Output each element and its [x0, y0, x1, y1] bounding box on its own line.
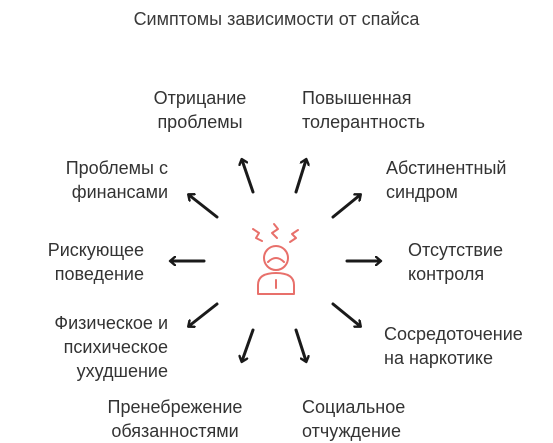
arrow-denial: [242, 160, 255, 194]
symptom-label-finance: Проблемы с финансами: [65, 158, 168, 202]
symptom-label-focus: Сосредоточение на наркотике: [384, 324, 523, 368]
symptom-label-risk: Рискующее поведение: [47, 240, 144, 284]
symptom-label-denial: Отрицание проблемы: [153, 88, 247, 132]
symptom-label-deterioration: Физическое и психическое ухудшение: [54, 313, 168, 381]
symptom-label-control: Отсутствие контроля: [408, 240, 503, 284]
arrow-isolation: [294, 328, 306, 361]
symptom-label-isolation: Социальное отчуждение: [302, 397, 406, 441]
symptom-label-neglect: Пренебрежение обязанностями: [107, 397, 243, 441]
arrow-finance: [189, 195, 219, 219]
arrow-deterioration: [189, 302, 219, 326]
diagram-title: Симптомы зависимости от спайса: [133, 9, 420, 29]
arrow-neglect: [242, 328, 255, 361]
symptom-label-withdrawal: Абстинентный синдром: [386, 158, 507, 202]
arrow-tolerance: [294, 160, 306, 194]
arrow-withdrawal: [331, 195, 360, 219]
symptom-label-tolerance: Повышенная толерантность: [302, 88, 425, 132]
stressed-person-icon: [252, 223, 299, 295]
arrow-focus: [331, 302, 360, 326]
